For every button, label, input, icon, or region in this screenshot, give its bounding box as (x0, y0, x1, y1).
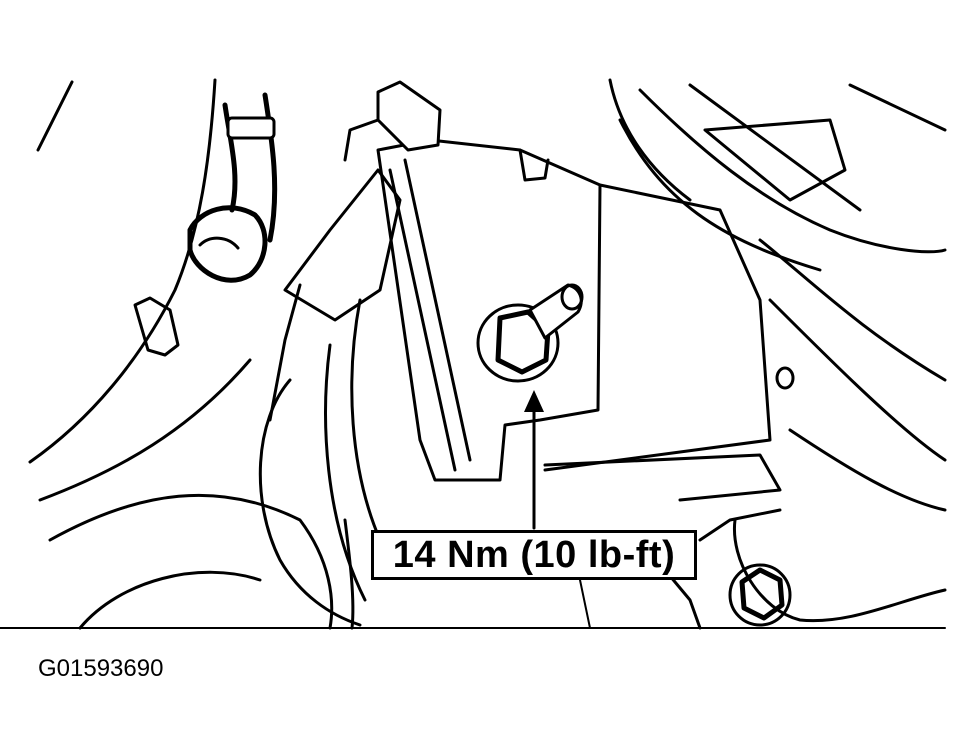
torque-callout-box: 14 Nm (10 lb-ft) (371, 530, 697, 580)
hose-band-top (226, 116, 276, 140)
right-rib-1 (688, 83, 862, 212)
lower-right-edge (698, 508, 782, 542)
stud-end (560, 283, 584, 311)
lower-right-bracket (732, 518, 947, 623)
hose-clamp (187, 205, 268, 283)
bracket-flange-edge (388, 168, 457, 472)
bracket-notch (518, 148, 550, 182)
left-bracket-edge (268, 283, 302, 422)
mount-bracket (376, 138, 602, 482)
hose-left-b (262, 92, 278, 243)
hex-nut-icon (495, 309, 551, 375)
top-tab-edge (343, 118, 380, 162)
hose-left-a (222, 102, 238, 213)
lower-middle-edge (343, 518, 355, 630)
figure-id-label: G01593690 (38, 655, 164, 682)
right-plate (543, 183, 772, 472)
lower-middle-line (579, 579, 591, 629)
right-hole (775, 366, 795, 390)
top-mount-tab (376, 80, 442, 152)
hose-clamp-inner (198, 236, 240, 250)
lower-bolt-hex-icon (739, 567, 785, 621)
lower-left-arc (78, 570, 262, 630)
right-belt-a (638, 88, 947, 254)
left-housing-inner-edge (28, 78, 217, 464)
right-rib-4 (788, 428, 947, 512)
left-bracket-body (283, 168, 402, 322)
drum-rim (350, 298, 382, 542)
right-plate-lower (543, 453, 782, 502)
left-knob (133, 296, 180, 357)
torque-spec-label: 14 Nm (10 lb-ft) (392, 533, 676, 576)
drum-outer-left (258, 378, 362, 627)
lower-left-housing (48, 493, 334, 630)
bracket-flange-edge-2 (403, 158, 472, 462)
edge-line-left (36, 80, 74, 152)
top-pipe (608, 78, 692, 202)
pointer-arrow-head (524, 390, 544, 412)
left-housing-curve (38, 358, 252, 502)
right-rib-2 (758, 238, 947, 382)
right-rib-3 (768, 298, 947, 462)
top-right-edge (848, 83, 947, 132)
right-connector (703, 118, 847, 202)
